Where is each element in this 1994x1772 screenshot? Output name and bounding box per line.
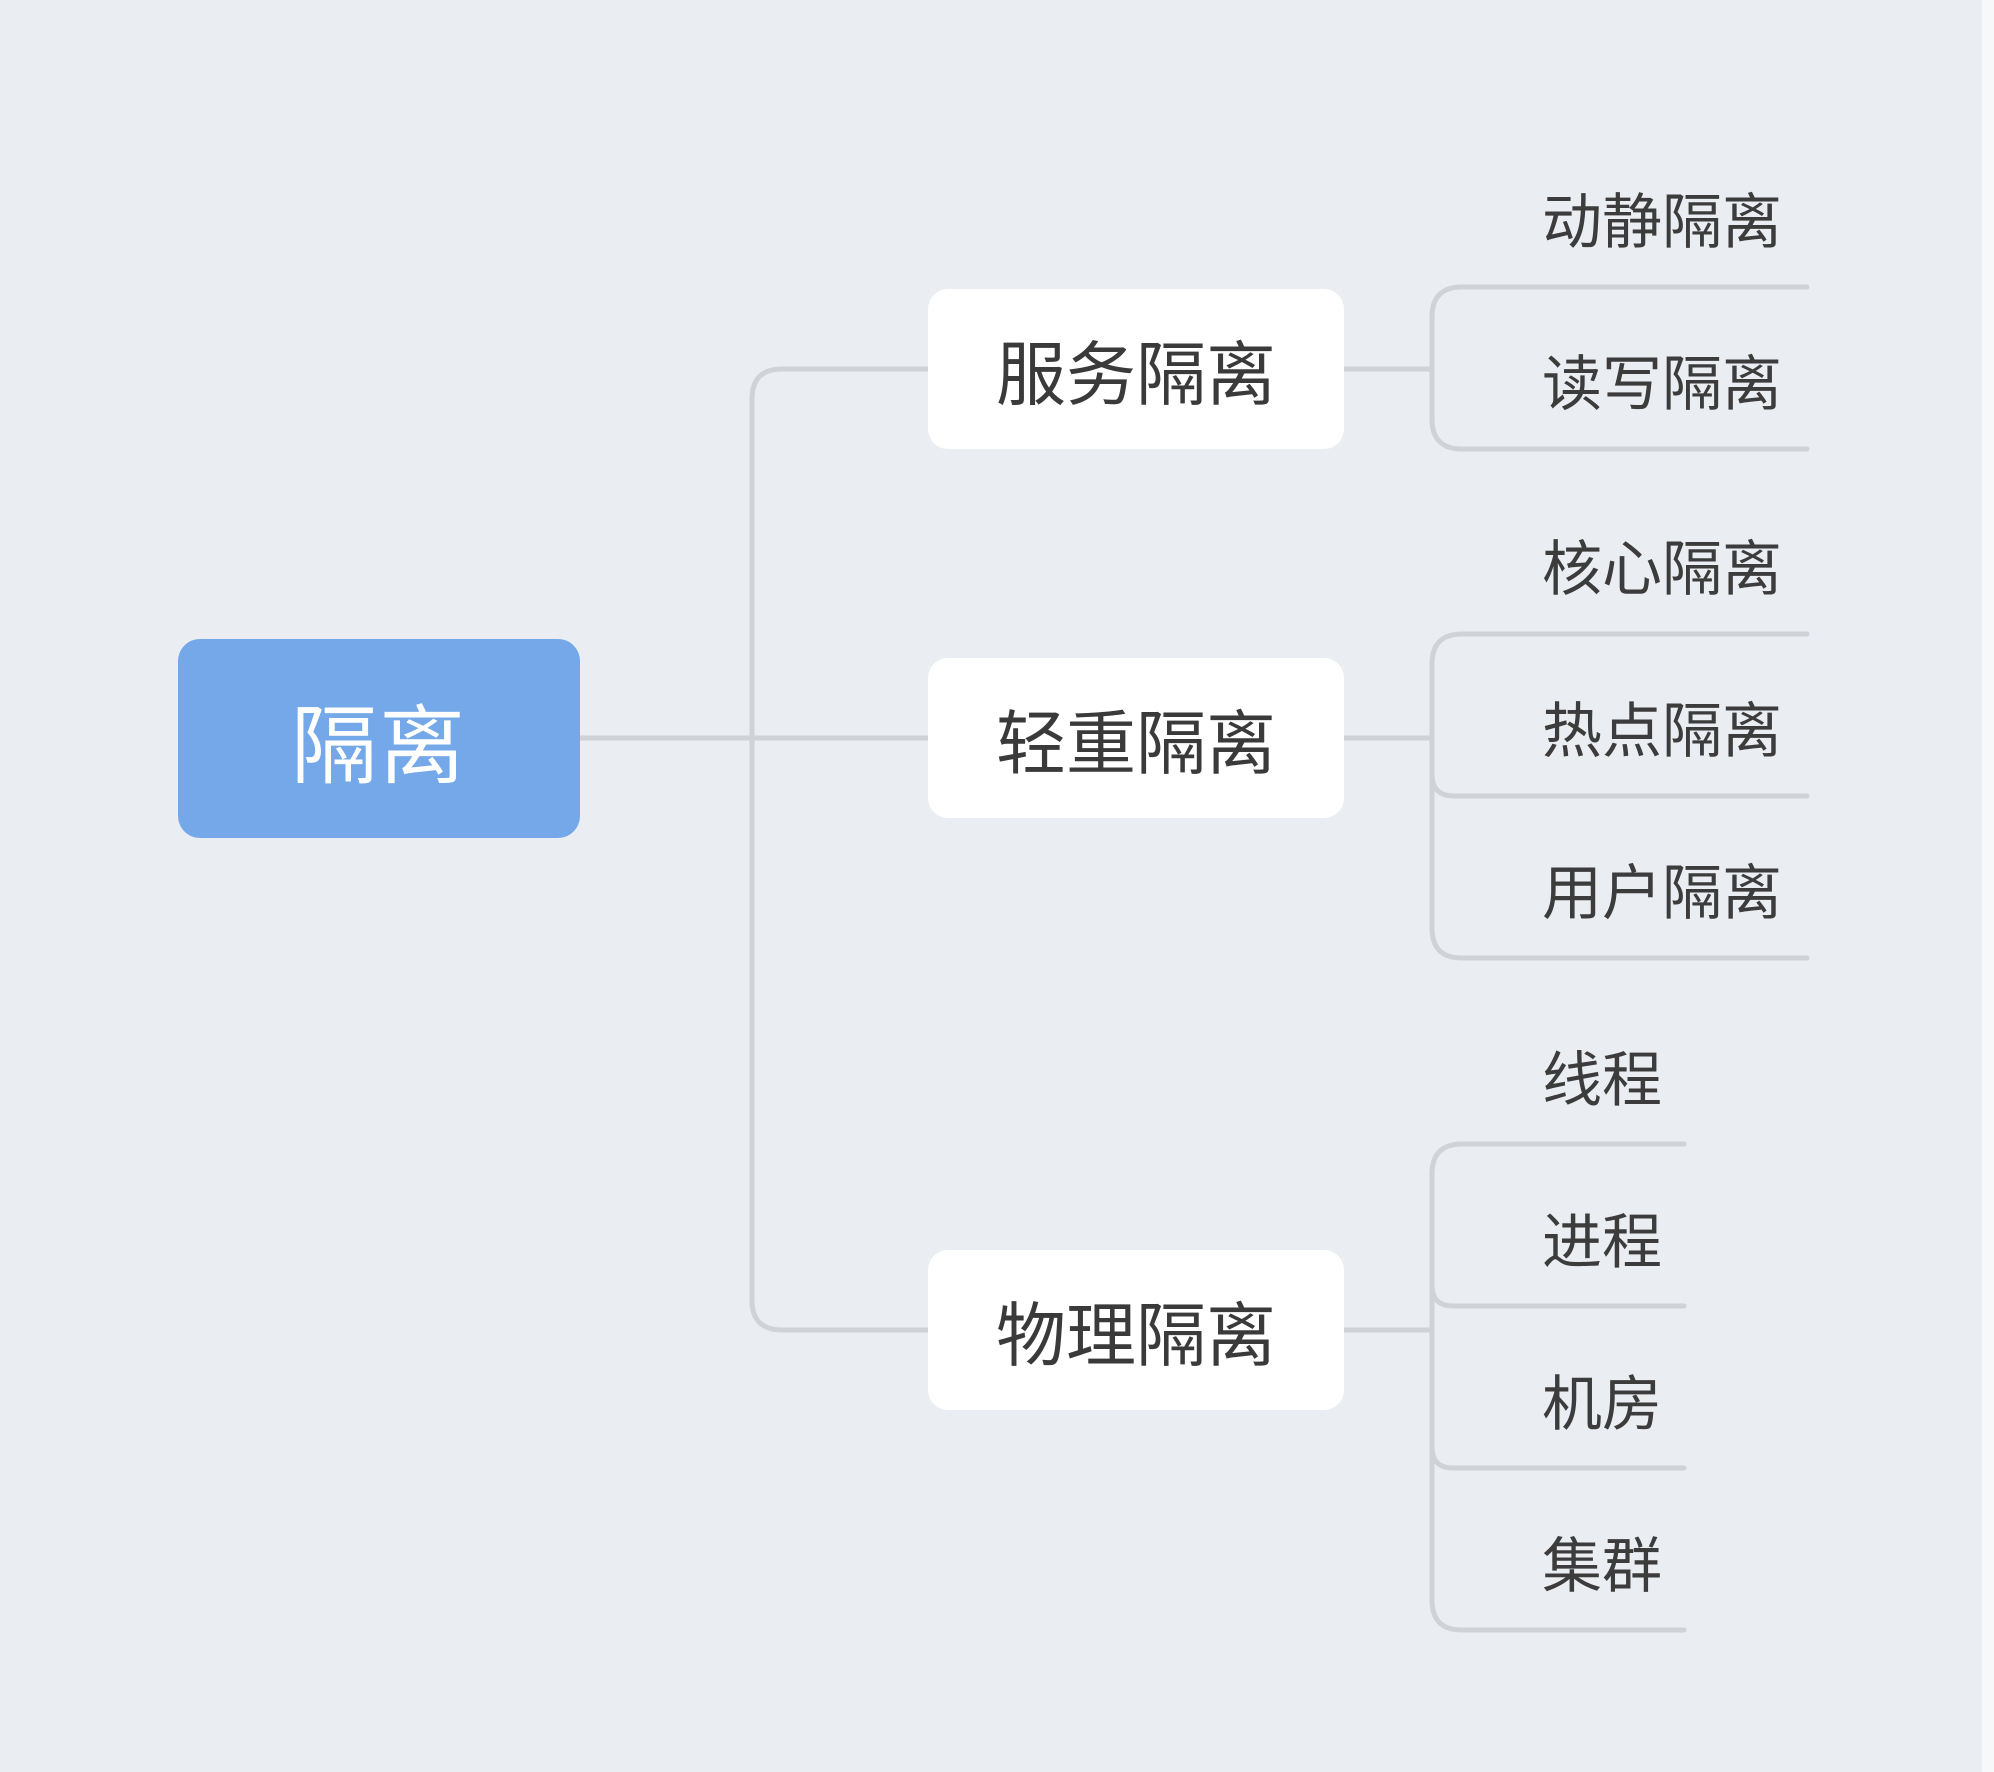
branch-node-label: 轻重隔离 bbox=[996, 702, 1276, 785]
leaf-node[interactable]: 进程 bbox=[1542, 1208, 1662, 1278]
branch-node-label: 物理隔离 bbox=[996, 1294, 1276, 1377]
connector-branch-3-mid2 bbox=[1429, 1444, 1687, 1471]
leaf-node[interactable]: 线程 bbox=[1542, 1046, 1662, 1116]
leaf-node[interactable]: 热点隔离 bbox=[1542, 697, 1782, 767]
leaf-node[interactable]: 用户隔离 bbox=[1542, 859, 1782, 929]
connector-branch-1-children bbox=[1429, 284, 1810, 452]
branch-node-service-isolation[interactable]: 服务隔离 bbox=[928, 289, 1344, 449]
branch-node-label: 服务隔离 bbox=[996, 333, 1276, 416]
connector-branch-2-children bbox=[1429, 631, 1810, 961]
leaf-node[interactable]: 动静隔离 bbox=[1542, 188, 1782, 258]
leaf-node[interactable]: 读写隔离 bbox=[1542, 350, 1782, 420]
leaf-node[interactable]: 机房 bbox=[1542, 1370, 1662, 1440]
connector-trunk bbox=[749, 366, 931, 1333]
leaf-node[interactable]: 集群 bbox=[1542, 1532, 1662, 1602]
branch-node-physical-isolation[interactable]: 物理隔离 bbox=[928, 1250, 1344, 1410]
root-node-label: 隔离 bbox=[291, 697, 467, 797]
connector-branch-3-mid1 bbox=[1429, 1282, 1687, 1309]
leaf-node[interactable]: 核心隔离 bbox=[1542, 535, 1782, 605]
root-node[interactable]: 隔离 bbox=[178, 639, 580, 838]
connector-branch-3-children bbox=[1429, 1141, 1687, 1633]
window-edge bbox=[1982, 0, 1994, 1772]
branch-node-weight-isolation[interactable]: 轻重隔离 bbox=[928, 658, 1344, 818]
connector-branch-2-mid bbox=[1429, 771, 1810, 799]
